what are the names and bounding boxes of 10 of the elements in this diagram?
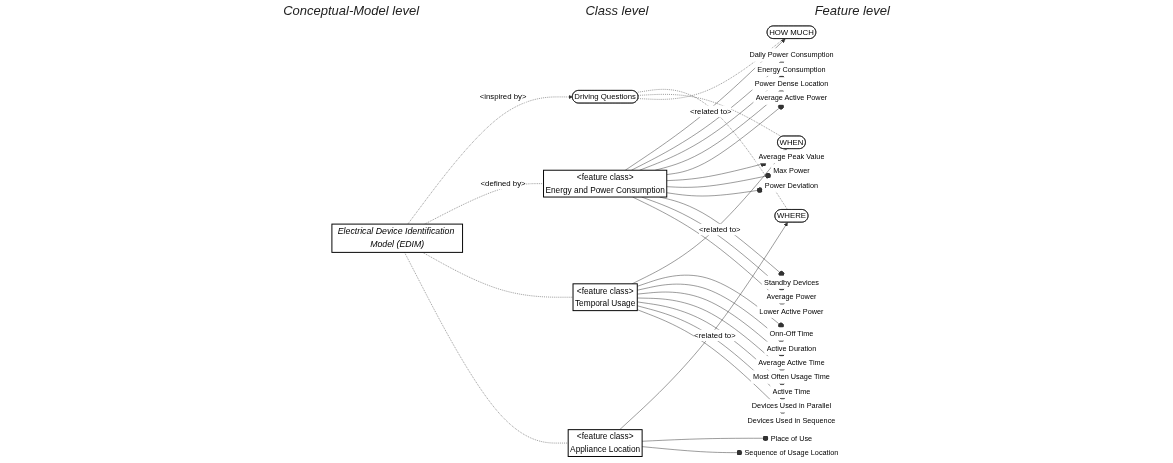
connector bbox=[636, 89, 789, 210]
node-box: <feature class> Appliance Location bbox=[568, 429, 643, 457]
connector bbox=[422, 252, 574, 298]
node-box: <feature class> Energy and Power Consumption bbox=[543, 169, 668, 198]
level-label: Conceptual-Model level bbox=[283, 3, 420, 20]
level-label: Class level bbox=[585, 3, 649, 20]
node-box: Electrical Device Identification Model (EDIM) bbox=[331, 223, 464, 253]
node-box: <feature class> Temporal Usage bbox=[572, 283, 639, 312]
connector bbox=[404, 252, 569, 444]
level-label: Feature level bbox=[814, 3, 890, 20]
